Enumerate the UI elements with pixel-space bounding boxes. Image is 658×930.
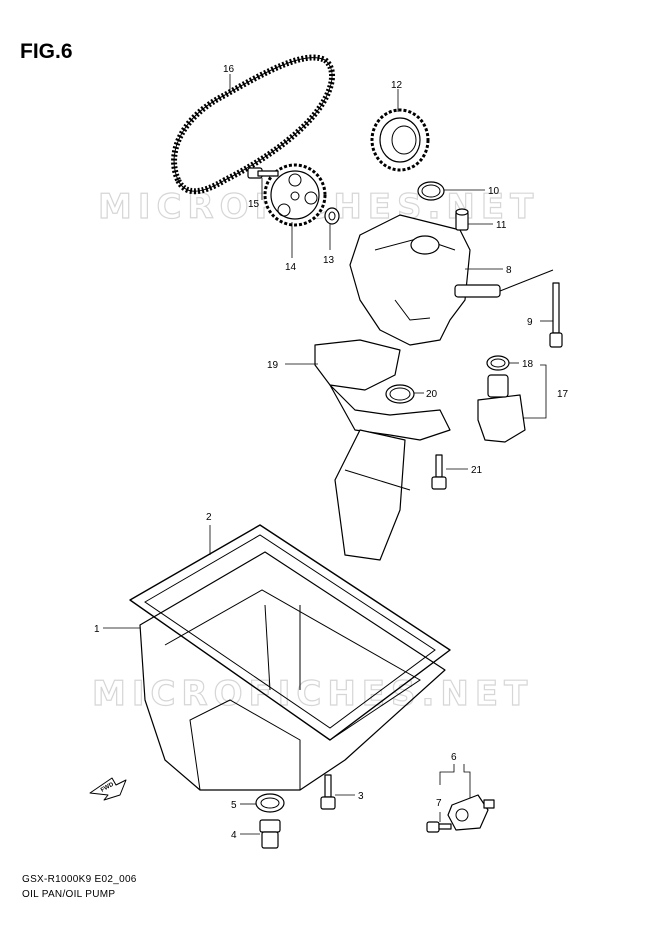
part-15-sprocket-bolt[interactable] xyxy=(247,167,279,179)
callout-1[interactable]: 1 xyxy=(94,624,100,635)
callout-17[interactable]: 17 xyxy=(557,389,569,400)
part-17-oil-pressure-regulator[interactable] xyxy=(477,374,526,443)
callout-10[interactable]: 10 xyxy=(488,186,500,197)
part-9-pump-bolt[interactable] xyxy=(549,282,563,348)
leader-lines xyxy=(103,74,553,835)
figure-title: FIG.6 xyxy=(20,40,73,63)
part-1-oil-pan[interactable] xyxy=(139,551,446,791)
callout-6[interactable]: 6 xyxy=(451,752,457,763)
callout-14[interactable]: 14 xyxy=(285,262,297,273)
callout-13[interactable]: 13 xyxy=(323,255,335,266)
callout-7[interactable]: 7 xyxy=(436,798,442,809)
part-20-o-ring[interactable] xyxy=(385,384,415,404)
fwd-arrow-icon: FWD xyxy=(89,777,127,801)
callout-21[interactable]: 21 xyxy=(471,465,483,476)
callout-15[interactable]: 15 xyxy=(248,199,260,210)
part-7-switch-screw[interactable] xyxy=(426,821,452,833)
callout-20[interactable]: 20 xyxy=(426,389,438,400)
callout-16[interactable]: 16 xyxy=(223,64,235,75)
callout-3[interactable]: 3 xyxy=(358,791,364,802)
watermark-bottom: MICROFICHES.NET xyxy=(92,674,533,714)
part-18-o-ring[interactable] xyxy=(486,355,510,371)
part-5-drain-plug-gasket[interactable] xyxy=(255,793,285,813)
part-12-oil-pump-drive-sprocket[interactable] xyxy=(370,108,430,172)
callout-5[interactable]: 5 xyxy=(231,800,237,811)
callout-18[interactable]: 18 xyxy=(522,359,534,370)
callout-8[interactable]: 8 xyxy=(506,265,512,276)
part-8-oil-pump-assy[interactable] xyxy=(349,214,554,346)
part-16-oil-pump-chain[interactable] xyxy=(171,54,336,195)
part-10-o-ring[interactable] xyxy=(417,181,445,201)
callout-12[interactable]: 12 xyxy=(391,80,403,91)
callout-9[interactable]: 9 xyxy=(527,317,533,328)
part-4-drain-plug[interactable] xyxy=(259,819,281,849)
part-11-dowel-pin[interactable] xyxy=(455,208,469,231)
callout-labels: 16 12 15 14 13 10 11 8 9 19 20 21 18 17 … xyxy=(94,64,569,841)
callout-11[interactable]: 11 xyxy=(496,220,507,231)
part-6-oil-pressure-switch[interactable] xyxy=(447,794,495,831)
part-2-oil-pan-gasket[interactable] xyxy=(129,524,451,741)
part-19-oil-strainer[interactable] xyxy=(314,339,451,561)
callout-4[interactable]: 4 xyxy=(231,830,237,841)
callout-19[interactable]: 19 xyxy=(267,360,279,371)
model-code: GSX-R1000K9 E02_006 xyxy=(22,874,137,885)
part-13-washer[interactable] xyxy=(324,207,340,225)
part-3-oil-pan-bolt[interactable] xyxy=(320,774,336,810)
part-14-oil-pump-driven-sprocket[interactable] xyxy=(263,163,327,227)
part-21-strainer-bolt[interactable] xyxy=(431,454,447,490)
callout-2[interactable]: 2 xyxy=(206,512,212,523)
assembly-name: OIL PAN/OIL PUMP xyxy=(22,889,116,900)
